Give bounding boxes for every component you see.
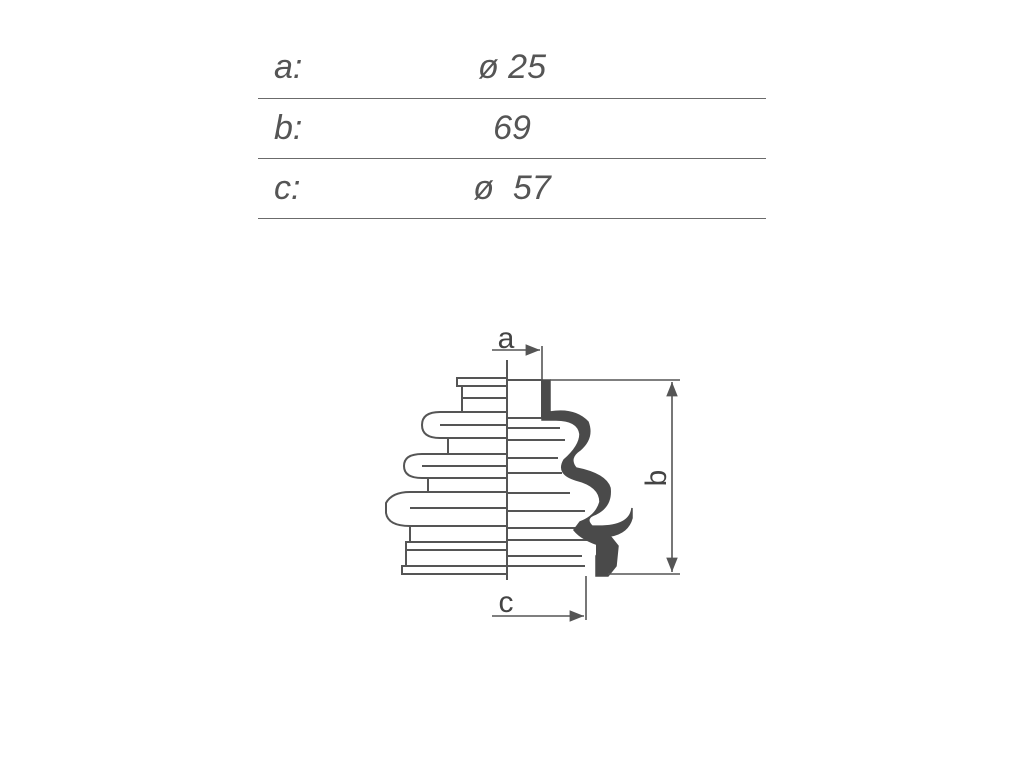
dimension-value: ø 25: [477, 48, 547, 86]
dimension-key: c:: [274, 169, 301, 207]
label-c: c: [499, 586, 514, 619]
dimension-key: a:: [274, 48, 303, 86]
label-b: b: [640, 470, 673, 487]
cv-boot-drawing: b a c: [385, 322, 680, 622]
label-a: a: [498, 322, 515, 355]
boot-left-outline: [385, 377, 508, 575]
dimension-row-a: a: ø 25: [258, 38, 766, 99]
dimension-value: 69: [493, 109, 531, 147]
dimension-b: [550, 379, 680, 575]
dimension-c: [492, 576, 587, 622]
boot-right-section: [507, 379, 633, 577]
dimension-key: b:: [274, 109, 303, 147]
dimension-table: a: ø 25 b: 69 c: ø 57: [258, 38, 766, 219]
dimension-a: [492, 344, 543, 380]
dimension-row-c: c: ø 57: [258, 159, 766, 219]
dimension-value: ø 57: [473, 169, 551, 207]
dimension-row-b: b: 69: [258, 99, 766, 159]
